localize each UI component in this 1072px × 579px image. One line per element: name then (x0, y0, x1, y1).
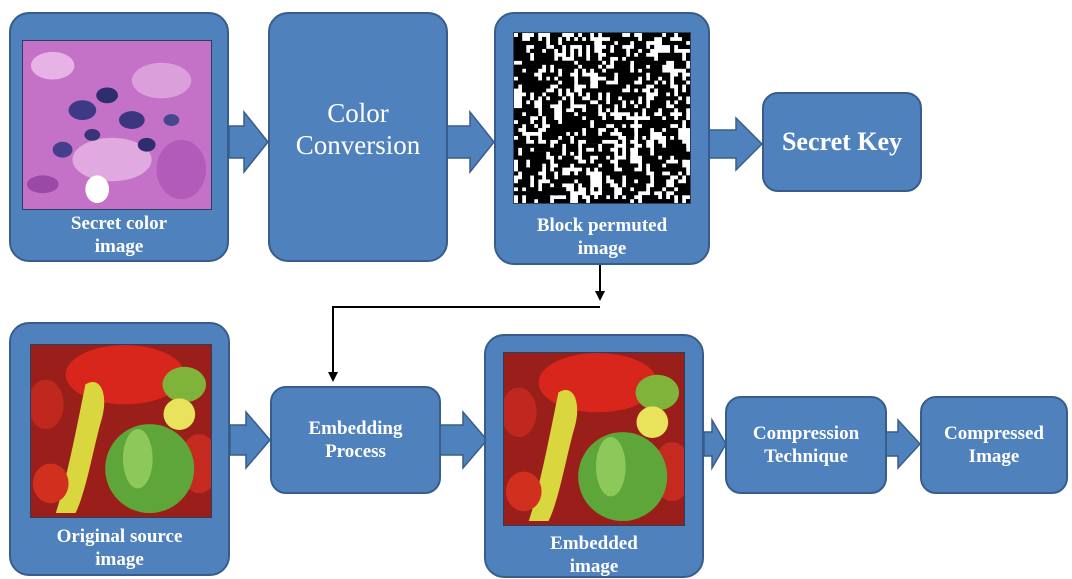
secret-key-label: Secret Key (781, 127, 903, 156)
embedding-process-label-line2: Process (325, 441, 386, 462)
arrow-permuted-to-key (708, 116, 764, 172)
embedded-image-label-line1: Embedded (550, 533, 638, 554)
secret-color-image-label-line2: image (94, 236, 144, 257)
block-permuted-image-label-line2: image (577, 238, 627, 259)
secret-color-image-label-line1: Secret color (70, 213, 168, 234)
arrow-embedded-to-compression (703, 417, 727, 471)
secret-color-image-thumbnail (22, 40, 212, 210)
compressed-image-label-line2: Image (968, 446, 1020, 467)
arrow-conversion-to-permuted (446, 109, 495, 175)
node-compression-technique: Compression Technique (725, 396, 887, 494)
node-secret-color-image: Secret color image (9, 12, 229, 262)
arrow-original-to-embedding (229, 409, 271, 471)
color-conversion-label-line1: Color (327, 98, 389, 128)
embedded-image-label-line2: image (569, 556, 619, 577)
node-compressed-image: Compressed Image (920, 396, 1068, 494)
embedding-process-label-line1: Embedding (308, 418, 403, 439)
original-source-image-label-line1: Original source (56, 526, 183, 547)
compression-technique-label-line2: Technique (764, 446, 848, 467)
node-embedded-image: Embedded image (484, 334, 704, 578)
embedded-image-thumbnail (503, 352, 685, 526)
original-source-image-thumbnail (30, 344, 212, 518)
node-original-source-image: Original source image (9, 322, 230, 576)
connector-to-embedding (328, 306, 600, 382)
color-conversion-label-line2: Conversion (295, 130, 421, 160)
block-permuted-image-label-line1: Block permuted (536, 215, 668, 236)
node-block-permuted-image: Block permuted image (494, 12, 710, 265)
arrow-embedding-to-embedded (439, 409, 488, 471)
arrow-secret-to-conversion (228, 109, 269, 175)
node-color-conversion: Color Conversion (268, 12, 448, 262)
original-source-image-label-line2: image (95, 549, 144, 570)
node-secret-key: Secret Key (762, 92, 922, 192)
compressed-image-label-line1: Compressed (944, 423, 1044, 444)
arrow-compression-to-compressed (885, 418, 922, 470)
compression-technique-label-line1: Compression (752, 423, 860, 444)
block-permuted-image-thumbnail (513, 32, 691, 204)
node-embedding-process: Embedding Process (270, 386, 441, 494)
